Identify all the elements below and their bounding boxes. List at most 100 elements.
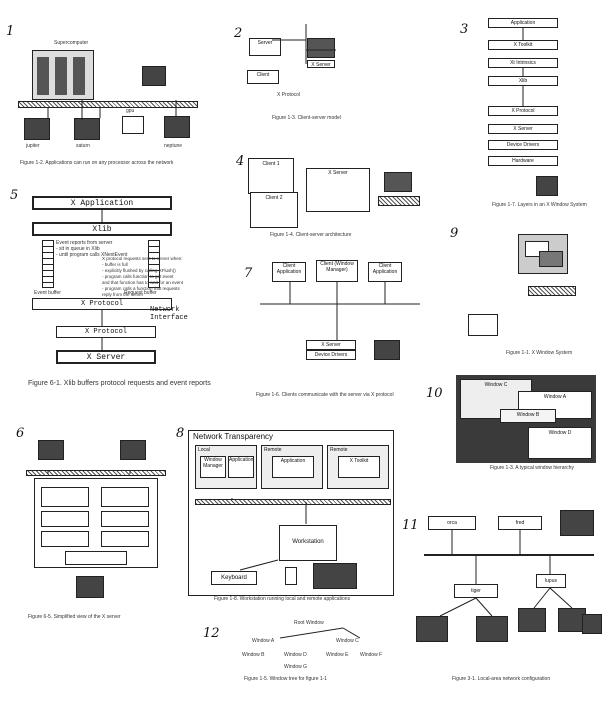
monitor-icon <box>384 172 412 192</box>
supercomputer-cabinet <box>32 50 94 100</box>
keyboard-box: Keyboard <box>211 571 257 585</box>
figure-6-server-view <box>26 430 166 602</box>
note-line: - sit in queue in Xlib <box>56 246 100 252</box>
figure-4-client-architecture: Client 1 Client 2 X Server <box>248 158 434 230</box>
supercomputer-label: Supercomputer <box>54 40 89 46</box>
app-box: Window Manager <box>200 456 226 478</box>
app-box: X Toolkit <box>338 456 380 478</box>
network-interface-label: Network Interface <box>150 306 188 322</box>
panel-label: Remote <box>264 447 282 453</box>
note-line: - until program calls XNextEvent <box>56 252 128 258</box>
figure-11-lan: orca fred tiger lupus <box>410 508 604 678</box>
monitor-icon <box>38 440 64 460</box>
figure-3-layer-stack: Application X Toolkit Xt Intrinsics Xlib… <box>488 18 558 208</box>
host-node: lupus <box>536 574 566 588</box>
request-queue <box>148 240 160 288</box>
figure-number-12: 12 <box>203 626 220 641</box>
server-box: Server <box>249 38 281 56</box>
monitor-icon <box>74 118 100 140</box>
network-bus <box>18 101 198 108</box>
mouse-icon <box>285 567 297 585</box>
figure-12-window-tree: Root Window Window A Window C Window B W… <box>230 620 400 676</box>
xlib-box: Xlib <box>32 222 172 236</box>
request-note: X protocol requests sent to server when:… <box>102 256 183 298</box>
window-node: Window B <box>242 652 265 658</box>
protocol-label: X Protocol <box>277 92 301 98</box>
note-line: X protocol requests sent to server when: <box>102 256 183 261</box>
app-box: Application <box>228 456 254 478</box>
drivers-box: Device Drivers <box>306 350 356 360</box>
client-box: Client (Window Manager) <box>316 260 358 282</box>
figure-number-4: 4 <box>236 154 245 169</box>
monitor-icon <box>560 510 594 536</box>
panel-remote: Remote Application <box>261 445 323 489</box>
figure-5-caption: Figure 6-1. Xlib buffers protocol reques… <box>28 380 211 387</box>
layer-box: Hardware <box>488 156 558 166</box>
figure-8-caption: Figure 1-8. Workstation running local an… <box>214 596 351 602</box>
panel-label: Remote <box>330 447 348 453</box>
layer-box: X Server <box>488 124 558 134</box>
monitor-icon <box>76 576 104 598</box>
figure-number-10: 10 <box>426 386 443 401</box>
monitor-icon <box>536 176 558 196</box>
figure-4-caption: Figure 1-4. Client-server architecture <box>270 232 352 238</box>
app-box: Application <box>272 456 314 478</box>
figure-10-window-screen: Window C Window A Window B Window D <box>456 375 596 463</box>
figure-2-caption: Figure 1-3. Client-server model <box>272 115 341 121</box>
host-label: jupiter <box>26 143 40 149</box>
window-label: Window B <box>516 412 540 418</box>
window-node: Window A <box>252 638 275 644</box>
figure-number-6: 6 <box>16 426 25 441</box>
client-label: Client 2 <box>265 195 283 201</box>
request-buffer-label: Request buffer <box>124 290 157 296</box>
host-label: neptune <box>164 143 183 149</box>
event-note: Event reports from server - sit in queue… <box>56 240 127 258</box>
figure-6-caption: Figure 6-5. Simplified view of the X ser… <box>28 614 121 620</box>
host-label: saturn <box>76 143 90 149</box>
lan-cable <box>424 554 594 556</box>
figure-9-x-window-system <box>458 230 588 350</box>
monitor-icon <box>374 340 400 360</box>
layer-box: Application <box>488 18 558 28</box>
window-label: Window A <box>543 394 567 400</box>
xserver-box: X Server <box>306 340 356 350</box>
layer-box: X Toolkit <box>488 40 558 50</box>
layer-box: X Protocol <box>488 106 558 116</box>
monitor-icon <box>164 116 190 138</box>
window-node: Window G <box>284 664 308 670</box>
panel-local: Local Window Manager Application <box>195 445 257 489</box>
monitor-icon <box>142 66 166 86</box>
keyboard-icon <box>378 196 420 206</box>
window-label: Window C <box>484 382 508 388</box>
monitor-icon <box>313 563 357 589</box>
client-box: Client 2 <box>250 192 298 228</box>
x-application-box: X Application <box>32 196 172 210</box>
figure-12-caption: Figure 1-5. Window tree for figure 1-1 <box>244 676 328 682</box>
event-queue <box>42 240 54 288</box>
xserver-box: X Server <box>306 168 370 212</box>
panel-remote: Remote X Toolkit <box>327 445 389 489</box>
monitor-icon <box>122 116 144 134</box>
x-protocol-top: X Protocol <box>32 298 172 310</box>
window-label: Window D <box>548 430 572 436</box>
figure-3-caption: Figure 1-7. Layers in an X Window System <box>492 202 587 208</box>
window-node: Window D <box>284 652 307 658</box>
figure-5-xlib-buffers: X Application Xlib Event reports from se… <box>20 196 216 372</box>
screen-icon <box>518 234 568 274</box>
layer-box: Xt Intrinsics <box>488 58 558 68</box>
server-container <box>34 478 158 568</box>
window-node: Window E <box>326 652 349 658</box>
layer-box: Xlib <box>488 76 558 86</box>
root-window-node: Root Window <box>294 620 324 626</box>
workstation-box: Workstation <box>279 525 337 561</box>
monitor-icon <box>518 608 546 632</box>
x-protocol-bottom: X Protocol <box>56 326 156 338</box>
figure-number-3: 3 <box>460 22 469 37</box>
client-label: Client 1 <box>262 161 280 167</box>
host-node: fred <box>498 516 542 530</box>
figure-7-caption: Figure 1-6. Clients communicate with the… <box>256 392 394 398</box>
figure-number-2: 2 <box>234 26 243 41</box>
xserver-label: X Server <box>328 170 348 176</box>
note-line: - buffer is full <box>102 262 128 267</box>
figure-7-clients-server: Client Application Client (Window Manage… <box>256 258 426 378</box>
